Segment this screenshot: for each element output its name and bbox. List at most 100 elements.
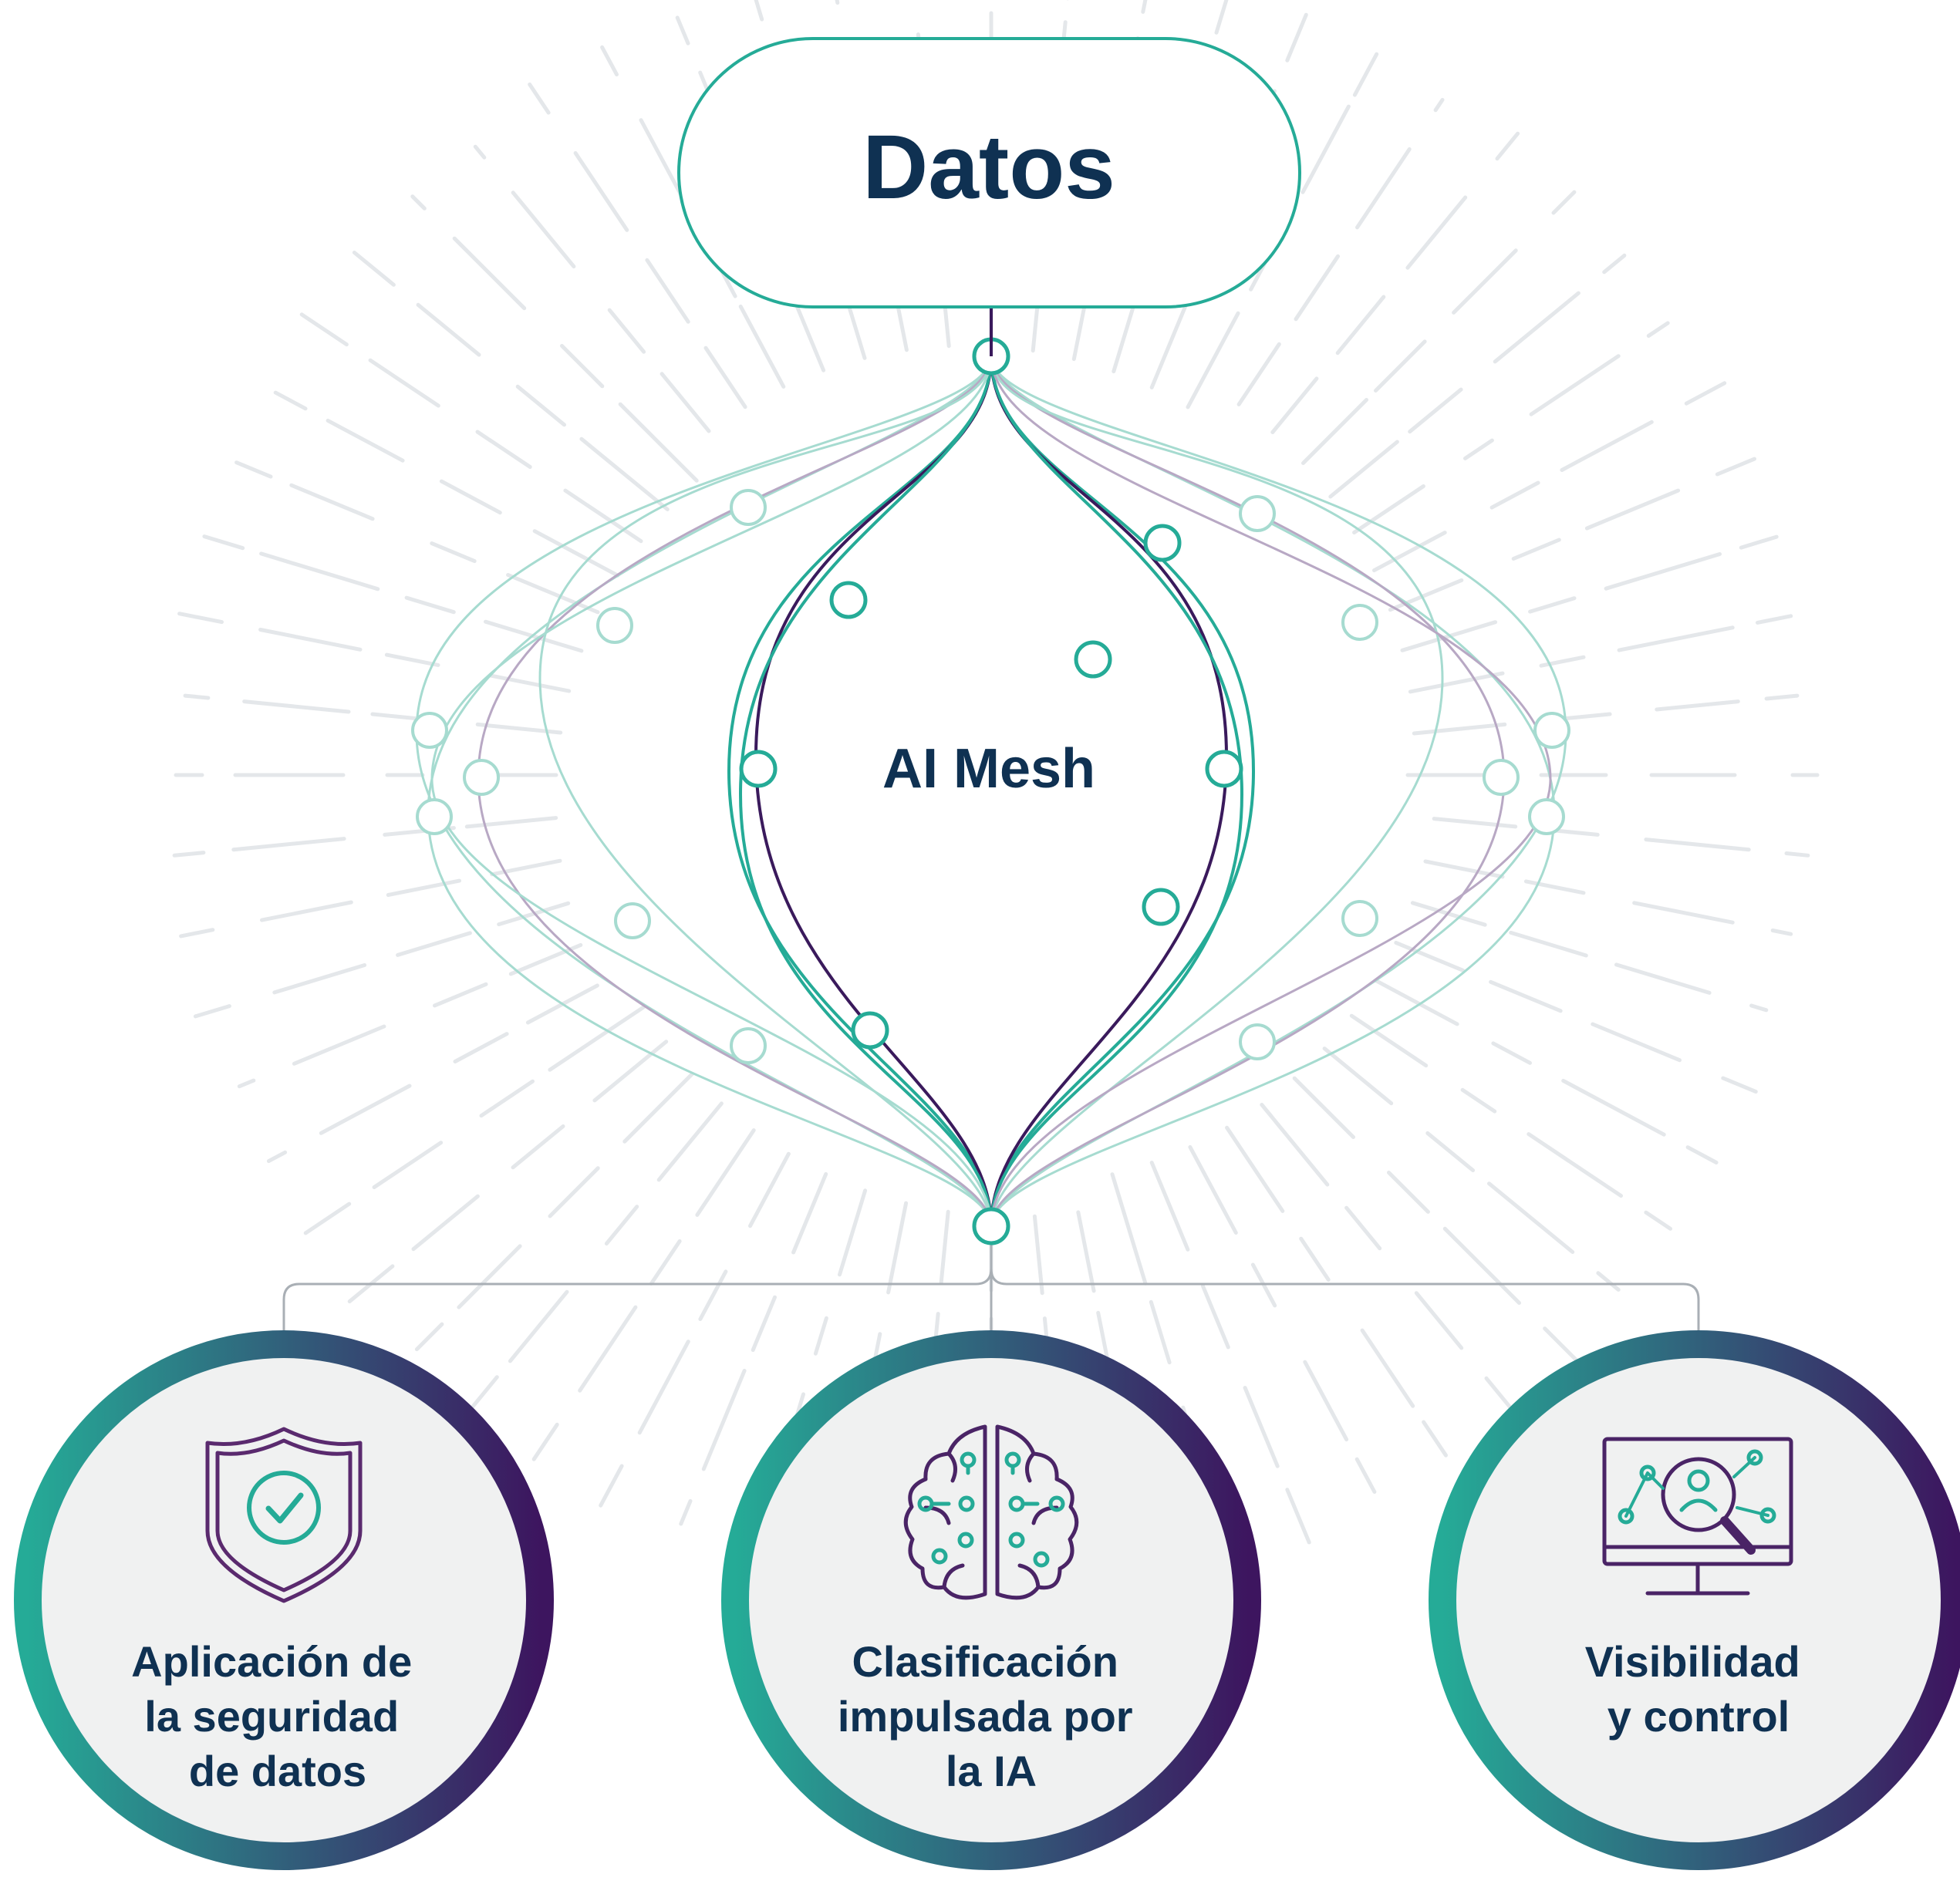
ray-segment [411, 1194, 480, 1252]
ray-segment [292, 1024, 386, 1066]
svg-text:Aplicación de la segurid: Aplicación de la seguridad de datos [131, 1637, 424, 1795]
mesh-node [1074, 640, 1112, 679]
ray-segment [479, 1079, 535, 1118]
card-ring [721, 1330, 1261, 1870]
card-1-line-1: Aplicación de [131, 1637, 412, 1686]
ray-segment [1294, 254, 1340, 322]
ray-segment [1614, 962, 1712, 995]
ray-segment [1301, 398, 1368, 465]
ray-segment [1186, 311, 1240, 409]
mesh-node [851, 1011, 889, 1050]
ray-segment [1405, 195, 1468, 270]
card-ring [1429, 1330, 1960, 1870]
ray-segment [560, 344, 605, 389]
ray-segment [1617, 625, 1735, 652]
ray-segment [738, 304, 786, 389]
mesh-curve [738, 356, 993, 1227]
ray-segment [372, 1141, 444, 1189]
ray-segment [1355, 147, 1412, 230]
ray-segment [1300, 104, 1351, 194]
ray-segment [1408, 671, 1505, 694]
ray-segment [1452, 248, 1518, 315]
ray-segment [1632, 901, 1735, 925]
svg-text:Clasificación impulsada: Clasificación impulsada por la IA [838, 1637, 1145, 1795]
ray-segment [1425, 1131, 1476, 1173]
ray-segment [1604, 552, 1722, 591]
ray-segment [384, 652, 440, 667]
card-1-line-3: de datos [189, 1747, 366, 1795]
ray-segment [1285, 12, 1308, 62]
ray-segment [475, 430, 532, 469]
ray-segment [396, 931, 472, 957]
ray-segment [1149, 1161, 1190, 1252]
ray-segment [1756, 614, 1793, 625]
ray-segment [1299, 1236, 1331, 1282]
ray-segment [1487, 1181, 1575, 1254]
ray-segment [1388, 578, 1464, 612]
ray-segment [1433, 98, 1445, 113]
ray-segment [1225, 1125, 1285, 1213]
ray-segment [326, 418, 405, 463]
ray-segment [813, 1316, 828, 1356]
ray-segment [299, 312, 349, 347]
ray-segment [506, 573, 600, 615]
mesh-node [730, 1027, 767, 1064]
ai-mesh-label: AI Mesh [882, 738, 1095, 800]
mesh-node [1528, 798, 1565, 835]
ray-segment [1551, 190, 1577, 215]
ray-segment [464, 816, 558, 829]
ray-segment [1349, 1013, 1429, 1068]
mesh-node [1483, 759, 1520, 796]
ray-segment [645, 258, 690, 324]
ray-segment [1491, 1041, 1532, 1065]
ray-segment [637, 1340, 690, 1435]
ray-segment [172, 851, 206, 858]
ray-segment [1110, 1172, 1148, 1286]
ray-segment [701, 1368, 747, 1471]
ray-segment [488, 673, 572, 693]
ray-segment [511, 190, 576, 269]
ray-segment [1422, 1420, 1448, 1458]
ray-segment [532, 529, 620, 578]
mesh-node [1533, 712, 1570, 749]
ray-segment [1214, 0, 1229, 35]
ray-segment [1749, 1003, 1769, 1013]
ray-segment [1354, 1457, 1377, 1494]
datos-node: Datos [677, 37, 1301, 356]
ray-segment [1200, 1283, 1230, 1350]
ray-segment [475, 722, 563, 735]
ray-segment [237, 1078, 256, 1089]
ai-mesh-network [411, 337, 1570, 1245]
ray-segment [260, 900, 353, 922]
mesh-node [416, 798, 453, 835]
svg-text:Visibilidad y control: Visibilidad y control [1585, 1637, 1813, 1741]
ray-segment [1684, 381, 1727, 406]
card-ai-classification: Clasificación impulsada por la IA [721, 1330, 1261, 1870]
ray-segment [1543, 1326, 1580, 1363]
ray-segment [1432, 817, 1518, 829]
mesh-curve [430, 356, 993, 1227]
ray-segment [1528, 596, 1577, 614]
card-3-line-2: y control [1607, 1692, 1790, 1741]
mesh-node [411, 712, 448, 749]
ray-segment [1270, 376, 1319, 434]
ray-segment [1764, 693, 1800, 701]
ray-segment [234, 460, 273, 479]
ray-segment [1511, 538, 1561, 561]
ray-segment [515, 384, 566, 427]
ray-segment [1292, 1076, 1355, 1139]
ray-segment [1539, 655, 1586, 668]
ray-segment [751, 1295, 777, 1353]
ray-segment [1784, 851, 1810, 858]
ray-segment [1360, 1328, 1415, 1408]
mesh-curve [990, 356, 1256, 1227]
ray-segment [886, 1201, 909, 1295]
datos-label: Datos [862, 116, 1115, 218]
mesh-node [730, 489, 767, 526]
ray-segment [528, 83, 551, 115]
ray-segment [754, 0, 764, 22]
card-visibility-control: Visibilidad y control [1429, 1330, 1960, 1870]
ray-segment [1584, 488, 1681, 531]
ray-segment [1529, 354, 1621, 416]
